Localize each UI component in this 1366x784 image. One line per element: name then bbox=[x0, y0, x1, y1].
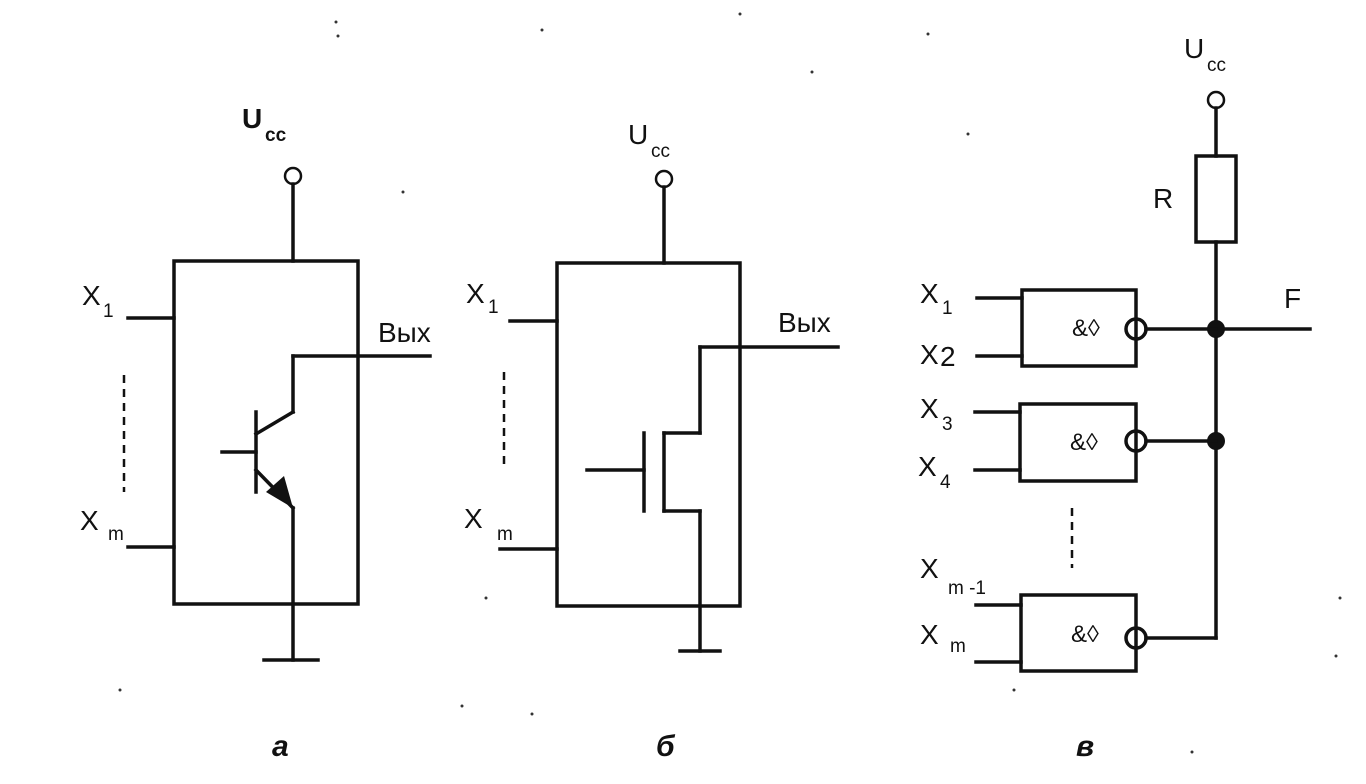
diagram-c-input-2-sub: 2 bbox=[940, 341, 956, 372]
nand-gate-m: &◊ bbox=[974, 593, 1218, 673]
diagram-b-input-m-sub: m bbox=[497, 524, 513, 545]
diagram-a-supply-label: U bbox=[242, 103, 262, 134]
diagram-a-box bbox=[172, 259, 360, 606]
diagram-b-box bbox=[555, 261, 742, 608]
diagram-c-input-m-1-sub: m -1 bbox=[948, 578, 986, 599]
diagram-c-input-2-label: X bbox=[920, 339, 939, 370]
gate-m-symbol: &◊ bbox=[1071, 621, 1099, 648]
diagram-c-input-3-label: X bbox=[920, 393, 939, 424]
diagram-a-input-m-label: X bbox=[80, 505, 99, 536]
mosfet-transistor-icon bbox=[585, 345, 840, 653]
diagram-b-input-1-sub: 1 bbox=[488, 297, 499, 318]
diagram-c-input-3-sub: 3 bbox=[942, 414, 953, 435]
diagram-c-input-m-1-label: X bbox=[920, 553, 939, 584]
diagram-a-supply-terminal bbox=[283, 166, 303, 186]
diagram-a-input-1-sub: 1 bbox=[103, 301, 114, 322]
scan-noise bbox=[118, 12, 1342, 754]
diagram-c-input-1-sub: 1 bbox=[942, 298, 953, 319]
diagram-c-supply-sub: cc bbox=[1207, 55, 1226, 76]
nand-gate-1: &◊ bbox=[975, 288, 1218, 368]
diagram-c-caption: в bbox=[1076, 730, 1094, 763]
diagram-c-supply-label: U bbox=[1184, 33, 1204, 64]
bjt-transistor-icon bbox=[220, 354, 432, 662]
diagram-b-supply-label: U bbox=[628, 119, 648, 150]
diagram-b-input-1-label: X bbox=[466, 278, 485, 309]
diagram-c-resistor-label: R bbox=[1153, 183, 1173, 214]
gate-1-symbol: &◊ bbox=[1072, 315, 1100, 342]
diagram-c-supply-terminal bbox=[1206, 90, 1226, 110]
diagram-c: U cc R F &◊ X 1 X 2 &◊ bbox=[918, 33, 1312, 763]
diagram-c-input-4-sub: 4 bbox=[940, 472, 951, 493]
gate-2-symbol: &◊ bbox=[1070, 429, 1098, 456]
diagram-b-supply-sub: cc bbox=[651, 141, 670, 162]
diagram-c-input-4-label: X bbox=[918, 451, 937, 482]
diagram-a-supply-sub: cc bbox=[265, 125, 287, 146]
diagram-b: U cc X 1 X m Вых б bbox=[464, 119, 840, 763]
diagram-a: U cc X 1 X m Вых а bbox=[80, 103, 432, 763]
diagram-a-caption: а bbox=[272, 730, 289, 763]
diagram-c-input-1-label: X bbox=[920, 278, 939, 309]
diagram-a-input-m-sub: m bbox=[108, 524, 124, 545]
diagram-b-output-label: Вых bbox=[778, 307, 831, 338]
diagram-c-input-m-label: X bbox=[920, 619, 939, 650]
resistor-icon bbox=[1194, 154, 1238, 244]
diagram-b-input-m-label: X bbox=[464, 503, 483, 534]
diagram-b-caption: б bbox=[656, 730, 676, 763]
diagram-b-supply-terminal bbox=[654, 169, 674, 189]
diagram-a-output-label: Вых bbox=[378, 317, 431, 348]
diagram-c-output-label: F bbox=[1284, 283, 1301, 314]
diagram-a-input-1-label: X bbox=[82, 280, 101, 311]
nand-gate-2: &◊ bbox=[973, 402, 1218, 483]
diagram-c-input-m-sub: m bbox=[950, 636, 966, 657]
